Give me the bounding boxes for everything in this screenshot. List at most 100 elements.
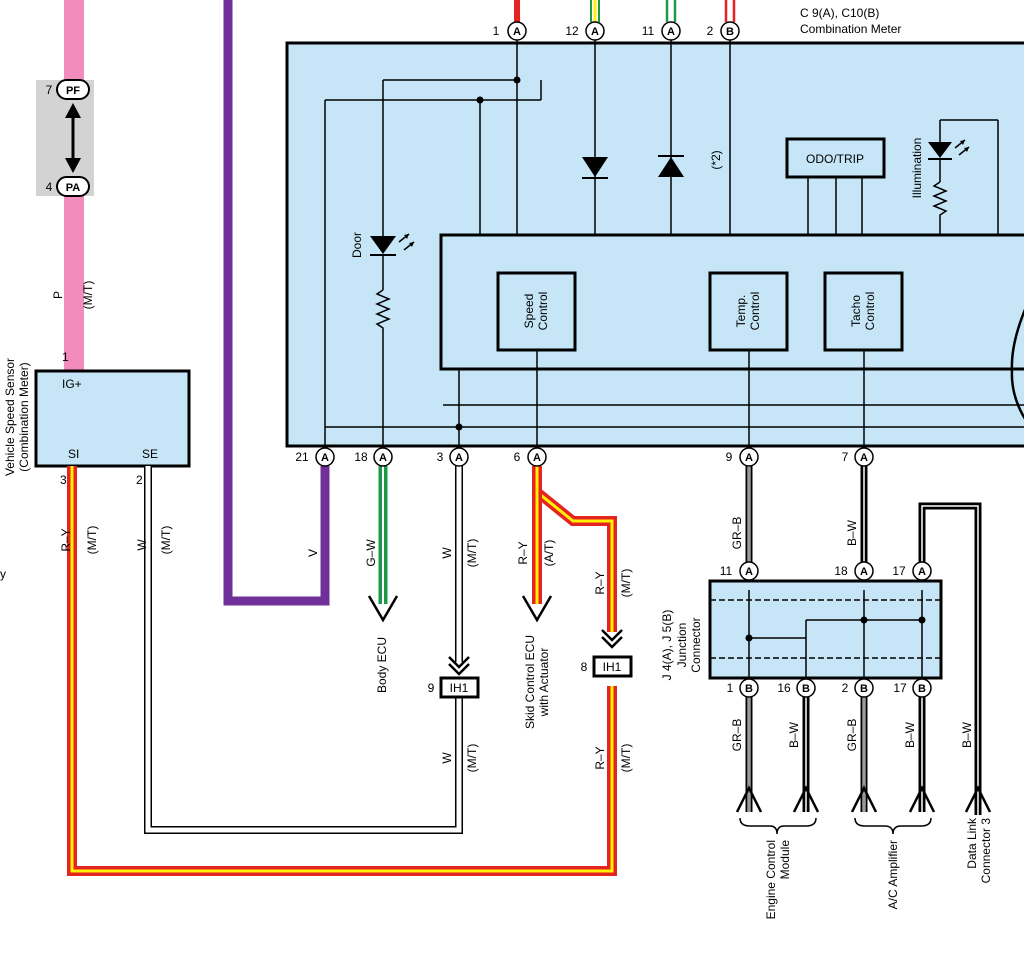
odo-trip-label: ODO/TRIP: [806, 152, 864, 166]
svg-text:7: 7: [842, 450, 849, 464]
speed-control-label-2: Control: [536, 292, 550, 331]
wire-label: B–W: [845, 519, 859, 546]
wire-label: GR–B: [845, 719, 859, 752]
wire-label: (M/T): [85, 526, 99, 555]
brace-ac: [854, 817, 932, 835]
sensor-pin-2: 2: [136, 473, 143, 487]
svg-text:16: 16: [777, 681, 791, 695]
diode-icon: [582, 157, 608, 179]
svg-text:B: B: [860, 683, 868, 695]
temp-control-label-1: Temp.: [734, 295, 748, 328]
tacho-control-label-1: Tacho: [849, 295, 863, 327]
wire-label: B–W: [903, 721, 917, 748]
illumination-led-icon: [928, 139, 970, 182]
door-label: Door: [350, 232, 364, 258]
svg-text:11: 11: [642, 24, 655, 38]
wire-label: B–W: [960, 721, 974, 748]
arrow-up-icon: [850, 785, 878, 813]
svg-text:B: B: [802, 683, 810, 695]
wire-label: W: [440, 752, 454, 764]
ecm-label-2: Module: [778, 840, 792, 880]
diode-icon: [658, 155, 684, 177]
chevron-icon: [601, 636, 623, 649]
svg-text:A: A: [455, 452, 463, 464]
splice-pa-label: PA: [66, 182, 81, 194]
svg-text:18: 18: [354, 450, 368, 464]
meter-top-pin: A 12: [565, 21, 605, 41]
arrow-down-icon: [521, 595, 553, 623]
splice-pf-pin: [56, 79, 90, 100]
wire-label: W: [440, 547, 454, 559]
svg-text:17: 17: [892, 564, 906, 578]
svg-text:1: 1: [493, 24, 500, 38]
svg-text:IH1: IH1: [603, 660, 622, 674]
sensor-ig-label: IG+: [62, 377, 82, 391]
wire-label: R–Y: [593, 746, 607, 769]
svg-text:A: A: [667, 26, 675, 38]
svg-text:A: A: [745, 452, 753, 464]
splice-pf-num: 7: [46, 83, 53, 97]
arrow-down-icon: [367, 595, 399, 623]
svg-text:A: A: [918, 566, 926, 578]
ih1-pin-9: 9: [428, 681, 435, 695]
resistor-icon: [375, 289, 391, 333]
dlc-label-2: Connector 3: [979, 818, 993, 884]
svg-text:A: A: [745, 566, 753, 578]
svg-text:3: 3: [437, 450, 444, 464]
meter-internal-wiring: [324, 40, 1024, 446]
svg-text:B: B: [918, 683, 926, 695]
dlc-label-1: Data Link: [965, 817, 979, 869]
sensor-title-2: (Combination Meter): [17, 362, 31, 471]
ih1-connector-8: [592, 655, 633, 678]
wire-label: (M/T): [465, 744, 479, 773]
svg-text:21: 21: [295, 450, 309, 464]
sensor-pin-3: 3: [60, 473, 67, 487]
meter-bottom-pin: A 18: [354, 447, 393, 467]
junction-top-pin: A 11: [720, 561, 759, 581]
double-arrow-icon: [65, 103, 81, 173]
meter-bottom-pin: A 3: [437, 447, 469, 467]
wire-label: (M/T): [465, 539, 479, 568]
wire-w-loop: [144, 466, 463, 834]
skid-ecu-label-1: Skid Control ECU: [523, 635, 537, 729]
junction-dot: [513, 76, 521, 84]
wire-label: V: [306, 549, 320, 557]
svg-text:18: 18: [834, 564, 848, 578]
wire-label: W: [135, 539, 149, 551]
svg-text:6: 6: [514, 450, 521, 464]
junction-name-2: Connector: [689, 617, 703, 672]
junction-internal-wiring: [748, 590, 923, 678]
splice-pf-label: PF: [66, 85, 80, 97]
ac-amplifier-label: A/C Amplifier: [886, 840, 900, 909]
junction-dot: [455, 423, 463, 431]
svg-text:9: 9: [726, 450, 733, 464]
meter-top-pin: B 2: [707, 21, 740, 41]
speed-control-label-1: Speed: [522, 294, 536, 329]
svg-text:A: A: [860, 452, 868, 464]
wire-p-label: P: [51, 291, 65, 299]
splice-pa-num: 4: [46, 180, 53, 194]
svg-text:1: 1: [727, 681, 734, 695]
junction-top-pin: A 17: [892, 561, 932, 581]
note-star2: (*2): [709, 150, 723, 169]
wire-label: (M/T): [619, 569, 633, 598]
speed-control-box: [496, 271, 577, 352]
wire-label: (M/T): [619, 744, 633, 773]
chevron-icon: [448, 656, 470, 669]
meter-title-code: C 9(A), C10(B): [800, 6, 879, 20]
chevron-icon: [601, 629, 623, 642]
meter-bottom-pin: A 7: [842, 447, 874, 467]
junction-bottom-pin: B 17: [893, 678, 932, 698]
sensor-si-label: SI: [68, 447, 79, 461]
ih1-pin-8: 8: [581, 660, 588, 674]
tacho-control-label-2: Control: [863, 292, 877, 331]
wire-label: R–Y: [516, 541, 530, 564]
wire-p-mt: (M/T): [81, 281, 95, 310]
junction-code: J 4(A), J 5(B): [660, 610, 674, 681]
junction-bottom-pin: B 16: [777, 678, 816, 698]
skid-ecu-label-2: with Actuator: [537, 648, 551, 718]
door-led-icon: [370, 233, 415, 256]
chevron-icon: [448, 663, 470, 676]
junction-dot: [476, 96, 484, 104]
